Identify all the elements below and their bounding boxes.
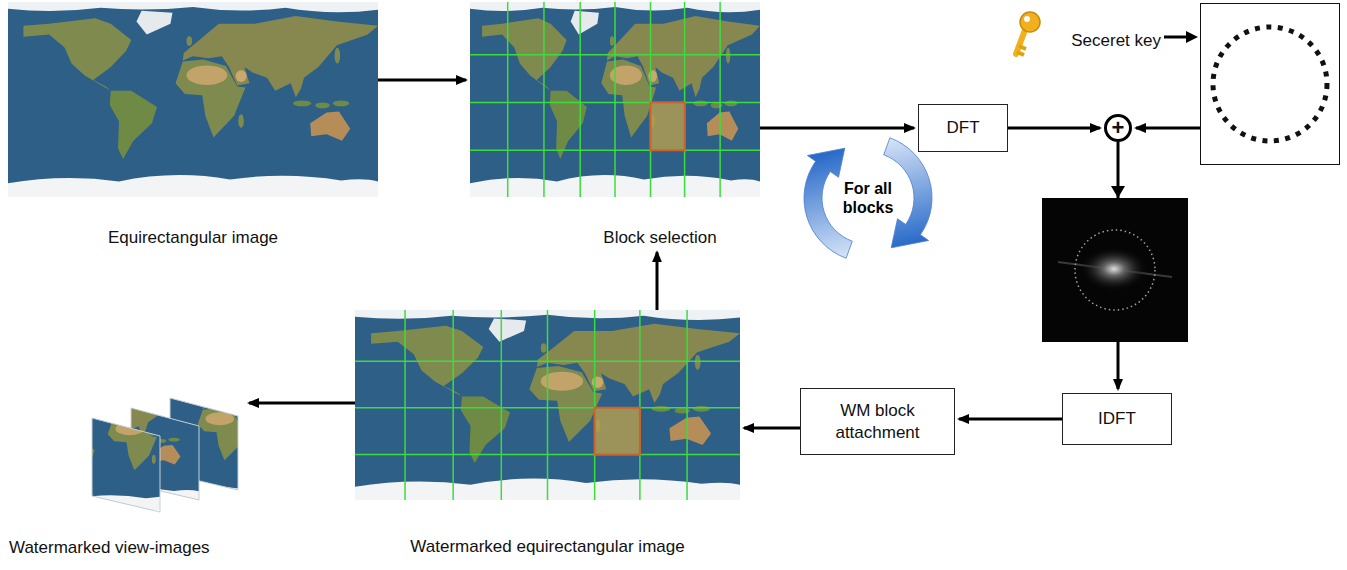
flow-arrow [744, 427, 800, 430]
loop-arrows [804, 138, 932, 258]
image-caption: Watermarked view-images [5, 537, 245, 558]
view-image-frame [92, 418, 160, 512]
block-grid [355, 310, 740, 500]
key-teeth [1017, 46, 1026, 55]
key-ring-pattern [1213, 27, 1327, 141]
box-label: DFT [946, 117, 979, 138]
image-panel: Equirectangular image [8, 2, 378, 248]
process-box: WM block attachment [800, 388, 955, 455]
flow-arrow [249, 402, 355, 405]
block-grid [470, 2, 760, 197]
image-area [470, 2, 760, 197]
view-images [0, 370, 340, 512]
spectrum-image [1042, 198, 1188, 342]
key-icon [1016, 12, 1040, 55]
label-holder: Seceret key [1071, 30, 1161, 51]
image-panel: Block selection [470, 2, 760, 248]
spectrum-glow [1080, 247, 1148, 291]
box-label: IDFT [1098, 408, 1136, 429]
key-shaft [1016, 30, 1025, 54]
key-hole [1024, 16, 1030, 22]
image-panel: Watermarked view-images [5, 395, 245, 558]
box-label: WM block attachment [818, 400, 938, 443]
key-arrow-head [1186, 31, 1198, 43]
world-map [470, 2, 760, 197]
image-caption: Watermarked equirectangular image [355, 536, 740, 557]
key-label: Seceret key [1071, 30, 1161, 51]
key-pattern-box: Seceret key [1200, 3, 1340, 165]
image-area [355, 310, 740, 500]
view-image [0, 380, 250, 510]
flow-arrow [378, 79, 466, 82]
image-area [5, 395, 245, 515]
spectrum-ground [1042, 198, 1188, 342]
loop-label: For all blocks [832, 179, 904, 217]
process-box: DFT [918, 104, 1008, 152]
flow-arrow [959, 418, 1062, 421]
embedded-ring [1075, 230, 1155, 310]
flow-arrow [1136, 127, 1200, 130]
flow-arrow [760, 127, 914, 130]
loop-node: For all blocks [798, 128, 938, 268]
image-panel: Watermarked equirectangular image [355, 310, 740, 557]
world-map [8, 2, 378, 197]
view-image-content [0, 380, 250, 510]
world-map [355, 310, 740, 500]
image-area [8, 2, 378, 197]
image-caption: Equirectangular image [8, 227, 378, 248]
image-caption: Block selection [470, 227, 760, 248]
arrow-head [1111, 186, 1125, 198]
key-head [1020, 12, 1040, 32]
sum-symbol: + [1112, 117, 1125, 139]
sum-node: + [1104, 114, 1132, 142]
flow-arrow [656, 252, 659, 310]
key-arrow-line [1164, 36, 1188, 39]
process-box: IDFT [1062, 393, 1172, 445]
flow-arrow [1008, 127, 1100, 130]
